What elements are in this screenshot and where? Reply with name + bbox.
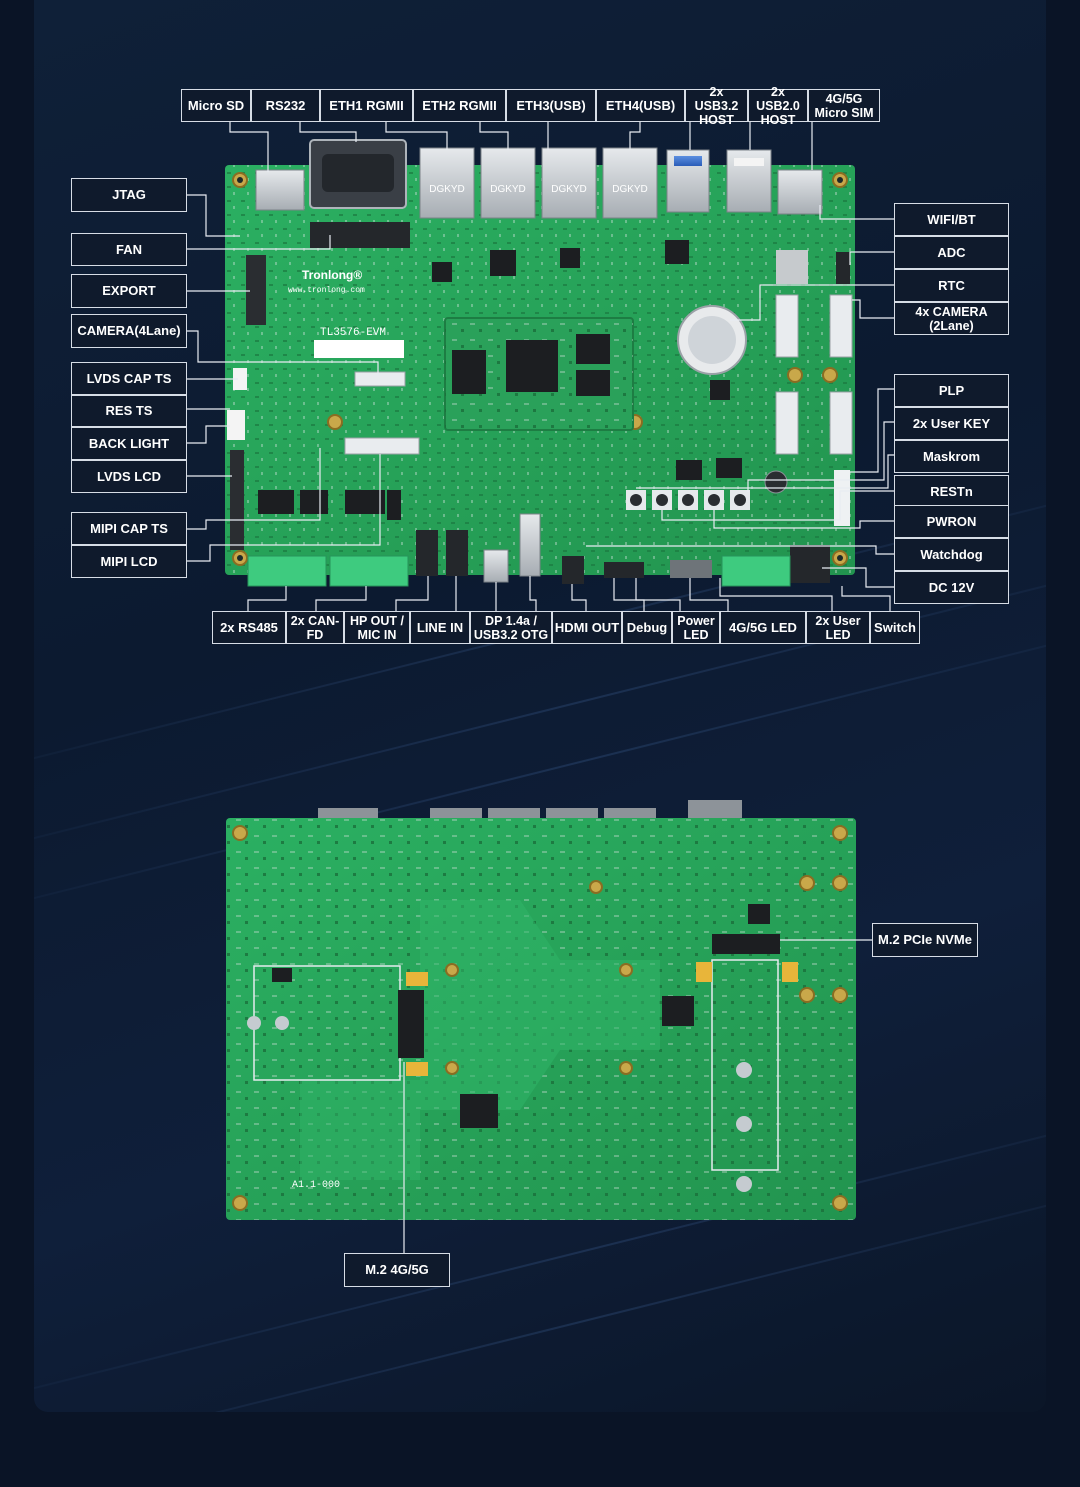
website-text: www.tronlong.com: [288, 286, 365, 295]
label-usb20-host-text: 2x USB2.0 HOST: [756, 84, 800, 127]
label-4g5g-led: 4G/5G LED: [720, 611, 806, 644]
label-jtag: JTAG: [71, 178, 187, 212]
model-text: TL3576-EVM: [320, 327, 386, 339]
label-adc: ADC: [894, 236, 1009, 269]
label-fan: FAN: [71, 233, 187, 266]
brand-text: Tronlong®: [302, 268, 362, 282]
label-hdmi-out: HDMI OUT: [552, 611, 622, 644]
mipi-lcd-connector: [344, 437, 420, 455]
version-text: A1.1-000: [292, 1180, 340, 1191]
label-m2-4g5g: M.2 4G/5G: [344, 1253, 450, 1287]
jtag-header: [310, 222, 410, 248]
label-rtc: RTC: [894, 269, 1009, 302]
label-usb32-host: 2x USB3.2 HOST: [685, 85, 748, 127]
label-eth4-usb: ETH4(USB): [596, 89, 685, 122]
m2-4g-connector: [398, 990, 424, 1058]
label-user-key: 2x User KEY: [894, 407, 1009, 440]
label-mipi-cap-ts: MIPI CAP TS: [71, 512, 187, 545]
label-can-fd: 2x CAN-FD: [286, 611, 344, 644]
rj45-brand-2: DGKYD: [490, 184, 526, 195]
label-mipi-lcd: MIPI LCD: [71, 545, 187, 578]
bottom-board: A1.1-000: [226, 800, 856, 1220]
label-plp: PLP: [894, 374, 1009, 407]
label-eth3-usb: ETH3(USB): [506, 89, 596, 122]
soc-chip: [506, 340, 558, 392]
label-res-ts: RES TS: [71, 395, 187, 427]
rj45-brand-4: DGKYD: [612, 184, 648, 195]
label-wifi-bt: WIFI/BT: [894, 203, 1009, 236]
label-switch: Switch: [870, 611, 920, 644]
label-hp-out-mic-in: HP OUT / MIC IN: [344, 611, 410, 644]
label-power-led: Power LED: [672, 611, 720, 644]
label-pwron: PWRON: [894, 505, 1009, 538]
label-debug: Debug: [622, 611, 672, 644]
label-rs232: RS232: [251, 89, 320, 122]
label-micro-sim: 4G/5G Micro SIM: [808, 89, 880, 122]
label-hp-out-mic-in-text: HP OUT / MIC IN: [350, 613, 404, 642]
rj45-brand-3: DGKYD: [551, 184, 587, 195]
wifi-module: [776, 250, 808, 284]
rj45-jacks: [419, 147, 658, 219]
label-lvds-lcd: LVDS LCD: [71, 460, 187, 493]
label-rs485: 2x RS485: [212, 611, 286, 644]
label-eth1-rgmii: ETH1 RGMII: [320, 89, 413, 122]
label-camera-2lane: 4x CAMERA (2Lane): [894, 302, 1009, 335]
label-dp-usb-otg: DP 1.4a / USB3.2 OTG: [470, 611, 552, 644]
m2-nvme-connector: [712, 934, 780, 954]
label-dp-usb-otg-text: DP 1.4a / USB3.2 OTG: [473, 613, 549, 642]
label-micro-sd: Micro SD: [181, 89, 251, 122]
leader-lines: [187, 122, 895, 1253]
camera-connectors: [775, 294, 853, 455]
label-dc-12v: DC 12V: [894, 571, 1009, 604]
label-can-fd-text: 2x CAN-FD: [290, 613, 340, 642]
serial-sticker: [314, 340, 404, 358]
label-eth2-rgmii: ETH2 RGMII: [413, 89, 506, 122]
label-usb20-host: 2x USB2.0 HOST: [748, 85, 808, 127]
label-usb32-host-text: 2x USB3.2 HOST: [694, 84, 739, 127]
label-m2-pcie-nvme: M.2 PCIe NVMe: [872, 923, 978, 957]
label-back-light: BACK LIGHT: [71, 427, 187, 460]
micro-sd-slot: [255, 169, 305, 211]
rj45-brand-1: DGKYD: [429, 184, 465, 195]
m2-nvme-outline: [711, 959, 779, 1171]
dc-jack: [790, 545, 830, 583]
label-export: EXPORT: [71, 274, 187, 308]
export-connector: [246, 255, 266, 325]
label-user-led: 2x User LED: [806, 611, 870, 644]
label-micro-sim-text: 4G/5G Micro SIM: [814, 91, 874, 120]
label-camera-2lane-text: 4x CAMERA (2Lane): [915, 304, 988, 333]
label-user-led-text: 2x User LED: [815, 613, 861, 642]
label-maskrom: Maskrom: [894, 440, 1009, 473]
label-power-led-text: Power LED: [677, 613, 715, 642]
sim-slot: [777, 169, 823, 215]
label-lvds-cap-ts: LVDS CAP TS: [71, 362, 187, 395]
label-restn: RESTn: [894, 475, 1009, 508]
bottom-edge-connectors: [247, 513, 791, 587]
top-board: DGKYD DGKYD DGKYD DGKYD Tronlong® www.tr…: [225, 139, 855, 587]
label-camera-4lane: CAMERA(4Lane): [71, 314, 187, 348]
label-watchdog: Watchdog: [894, 538, 1009, 571]
push-buttons: [626, 490, 750, 510]
label-line-in: LINE IN: [410, 611, 470, 644]
